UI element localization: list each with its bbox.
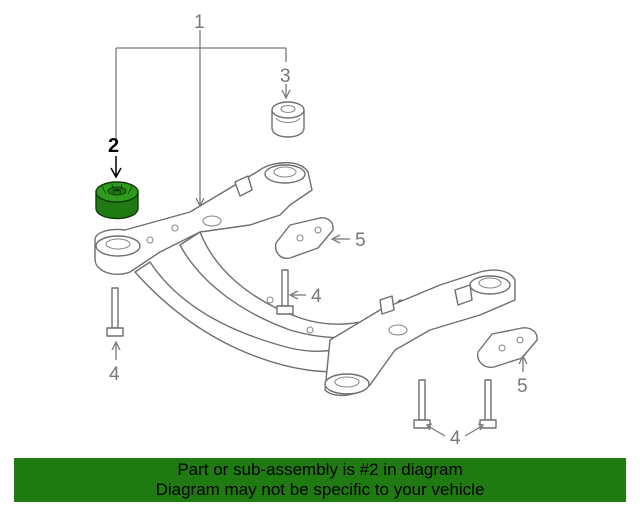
callout-4-rear: 4 [450, 428, 461, 449]
crossmember[interactable] [94, 162, 516, 397]
bolt-rear-1[interactable] [413, 379, 431, 429]
bracket-upper[interactable] [274, 217, 334, 259]
banner-line-1: Part or sub-assembly is #2 in diagram [177, 460, 463, 479]
callout-5-lower: 5 [517, 376, 528, 397]
bushing-part-3[interactable] [271, 101, 305, 138]
bolt-center[interactable] [276, 269, 294, 315]
callout-4-center: 4 [311, 286, 322, 307]
bracket-lower[interactable] [477, 327, 538, 368]
bolt-left[interactable] [106, 287, 124, 337]
bushing-part-2[interactable] [95, 181, 139, 220]
callout-1: 1 [194, 12, 205, 33]
info-banner: Part or sub-assembly is #2 in diagram Di… [14, 458, 626, 502]
callout-5-upper: 5 [355, 230, 366, 251]
callout-4-left: 4 [109, 364, 120, 385]
callout-3: 3 [280, 66, 291, 87]
leader-lines [110, 30, 528, 437]
parts-diagram: 1 3 2 5 4 4 5 4 [94, 12, 538, 449]
banner-line-2: Diagram may not be specific to your vehi… [155, 480, 485, 499]
callout-2: 2 [108, 135, 119, 157]
bolt-rear-2[interactable] [479, 379, 497, 429]
